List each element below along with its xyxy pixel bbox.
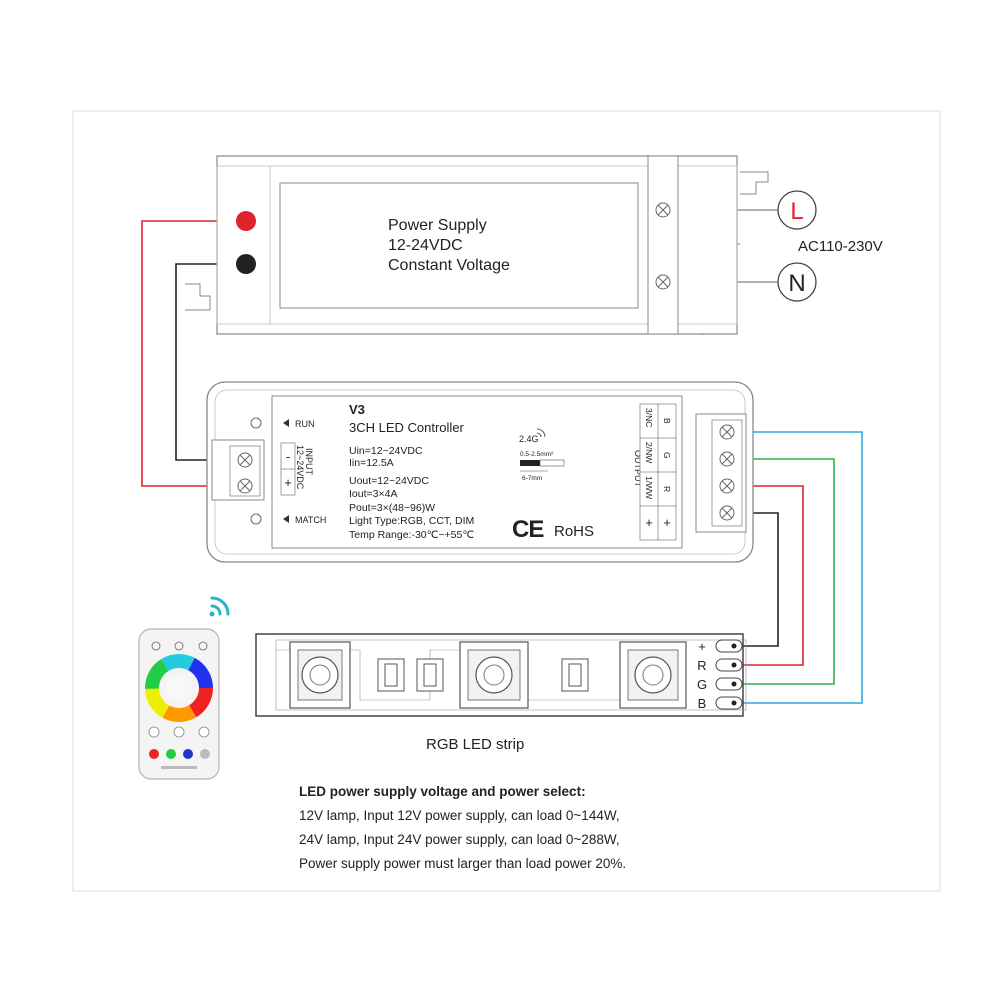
output-color-b: B xyxy=(662,418,672,424)
spec-temp: Temp Range:-30℃~+55℃ xyxy=(349,529,474,541)
next-icon xyxy=(198,726,210,738)
strip-pin-g: G xyxy=(697,677,707,692)
spec-iin: Iin=12.5A xyxy=(349,457,394,469)
strip-pad-b xyxy=(715,696,743,710)
wire-green-output xyxy=(736,458,835,685)
output-terminal-g xyxy=(719,451,735,467)
rohs-mark: RoHS xyxy=(554,523,594,540)
green-button xyxy=(166,749,176,759)
diagram-frame xyxy=(72,110,941,892)
output-channel-2: 2/NW xyxy=(644,442,654,463)
wire-red-output xyxy=(736,485,804,666)
output-color-r: R xyxy=(662,486,672,492)
strip-pin-plus: + xyxy=(698,639,706,654)
wire-strip-icon xyxy=(520,460,540,466)
white-button xyxy=(200,749,210,759)
output-color-g: G xyxy=(662,452,672,459)
strip-length-label: 6-7mm xyxy=(522,475,542,482)
strip-pad-r xyxy=(715,658,743,672)
wire-gauge-label: 0.5-2.5mm² xyxy=(520,451,554,458)
power-select-notes: LED power supply voltage and power selec… xyxy=(299,780,859,876)
svg-text:+: + xyxy=(284,475,292,490)
led-chip xyxy=(289,641,351,709)
led-chip xyxy=(459,641,529,709)
spec-light-type: Light Type:RGB, CCT, DIM xyxy=(349,515,474,527)
output-channel-3: 3/NC xyxy=(644,408,654,427)
wire-black-output xyxy=(736,512,779,647)
spec-uout: Uout=12~24VDC xyxy=(349,475,429,487)
psu-negative-terminal xyxy=(236,254,256,274)
red-button xyxy=(149,749,159,759)
input-voltage-label: 12~24VDC xyxy=(295,445,305,490)
notes-line-12v: 12V lamp, Input 12V power supply, can lo… xyxy=(299,808,620,823)
led-chip xyxy=(619,641,687,709)
rf-remote xyxy=(138,596,230,780)
mode-icon xyxy=(174,641,184,651)
strip-pin-r: R xyxy=(697,658,706,673)
spec-iout: Iout=3×4A xyxy=(349,488,397,500)
run-indicator xyxy=(250,417,262,429)
ce-mark: CE xyxy=(512,516,544,543)
svg-text:-: - xyxy=(286,449,290,464)
output-terminal-r xyxy=(719,478,735,494)
center-button xyxy=(173,726,185,738)
input-label: INPUT xyxy=(304,448,314,476)
notes-heading: LED power supply voltage and power selec… xyxy=(299,784,586,799)
strip-pad-plus xyxy=(715,639,743,653)
rgb-led-strip: + R G B xyxy=(255,633,747,717)
wire-black-input xyxy=(175,263,246,461)
output-label: OUTPUT xyxy=(633,450,643,488)
wire-red-input xyxy=(141,220,246,487)
controller-model: V3 xyxy=(349,402,365,417)
output-terminal-plus xyxy=(719,505,735,521)
spec-pout: Pout=3×(48~96)W xyxy=(349,502,435,514)
run-label: RUN xyxy=(295,419,315,429)
led-strip-label: RGB LED strip xyxy=(426,736,524,753)
power-icon xyxy=(198,641,208,651)
mains-label: AC110-230V xyxy=(798,238,883,255)
notes-line-margin: Power supply power must larger than load… xyxy=(299,856,627,871)
wifi-signal-icon xyxy=(209,596,230,617)
output-plus-1: + xyxy=(645,515,653,530)
match-label: MATCH xyxy=(295,515,326,525)
notes-line-24v: 24V lamp, Input 24V power supply, can lo… xyxy=(299,832,620,847)
home-icon xyxy=(151,641,161,651)
output-terminal-b xyxy=(719,424,735,440)
psu-mode: Constant Voltage xyxy=(388,257,510,274)
spec-uin: Uin=12~24VDC xyxy=(349,445,423,457)
wireless-label: 2.4G xyxy=(519,434,539,444)
svg-text:L: L xyxy=(790,198,803,225)
strip-pad-g xyxy=(715,677,743,691)
strip-pin-b: B xyxy=(698,696,707,711)
psu-voltage: 12-24VDC xyxy=(388,237,463,254)
wireless-icon xyxy=(536,428,546,438)
psu-title: Power Supply xyxy=(388,217,487,234)
neutral-terminal-icon xyxy=(777,262,817,302)
wire-blue-output xyxy=(736,431,863,704)
prev-icon xyxy=(148,726,160,738)
svg-text:N: N xyxy=(788,270,805,297)
psu-positive-terminal xyxy=(236,211,256,231)
run-arrow-icon xyxy=(283,419,289,427)
blue-button xyxy=(183,749,193,759)
output-plus-2: + xyxy=(663,515,671,530)
controller-name: 3CH LED Controller xyxy=(349,420,465,435)
output-channel-1: 1/WW xyxy=(644,476,654,499)
power-supply: Power Supply 12-24VDC Constant Voltage xyxy=(185,155,769,335)
color-wheel xyxy=(145,654,213,722)
match-arrow-icon xyxy=(283,515,289,523)
mains-input: L N AC110-230V xyxy=(777,190,883,302)
led-controller: - + INPUT 12~24VDC RUN MATCH V3 3CH LED … xyxy=(206,381,754,563)
match-button xyxy=(250,513,262,525)
live-terminal-icon xyxy=(777,190,817,230)
